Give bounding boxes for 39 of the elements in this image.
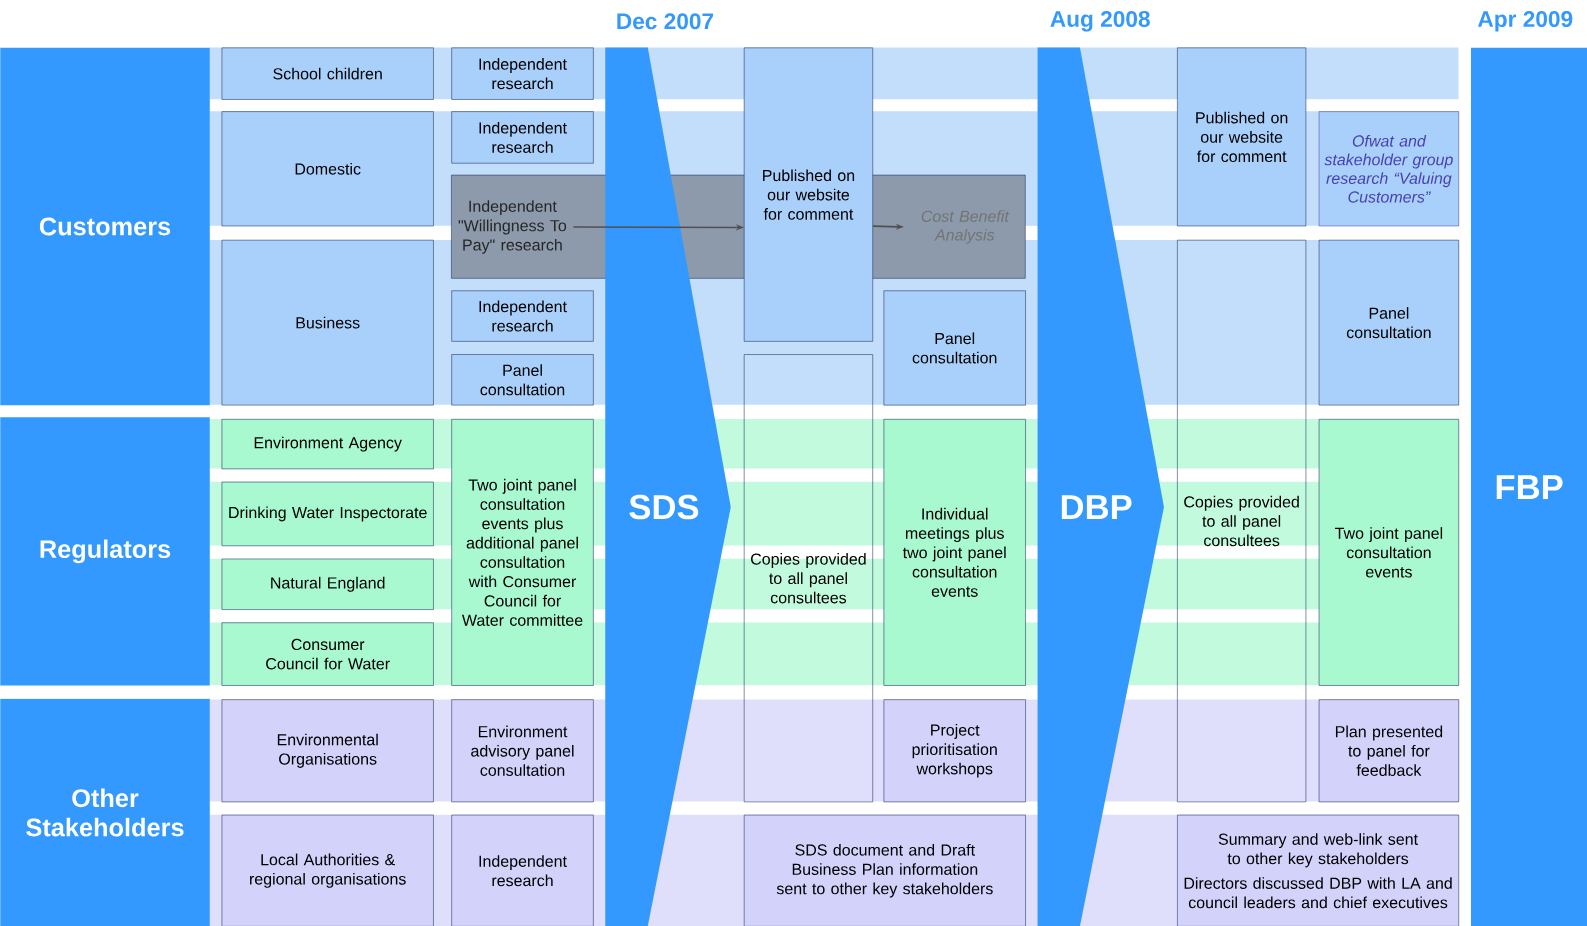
process-box: Business [221, 239, 434, 406]
process-box: Panel consultation [1318, 239, 1459, 406]
row-header: Regulators [0, 417, 210, 686]
process-box: Panel consultation [883, 290, 1026, 406]
process-box: Local Authorities & regional organisations [221, 814, 434, 926]
milestone-date: Aug 2008 [1050, 10, 1150, 32]
process-box: Independent research [451, 290, 594, 342]
process-box: SDS document and Draft Business Plan information sent to other key stakeholders [743, 814, 1026, 926]
process-box: Independent research [451, 814, 594, 926]
row-header: Customers [0, 47, 210, 406]
process-box: Domestic [221, 111, 434, 227]
process-box: Two joint panel consultation events plus additional panel consultation with Consumer Council for Water committee [451, 419, 594, 686]
process-box: Independent research [451, 47, 594, 100]
process-box: Natural England [221, 558, 434, 610]
process-box: Environment Agency [221, 419, 434, 470]
research-box: Ofwat and stakeholder group research “Valuing Customers” [1318, 111, 1459, 227]
analysis-text: Cost Benefit Analysis [921, 210, 1010, 244]
milestone-label: DBP [1061, 495, 1132, 519]
process-box: Published on our website for comment [1177, 47, 1307, 227]
process-box: Environmental Organisations [221, 699, 434, 803]
milestone-band: FBP [1470, 47, 1587, 926]
process-box: Published on our website for comment [743, 47, 873, 342]
process-box: Drinking Water Inspectorate [221, 481, 434, 547]
process-box: Copies provided to all panel consultees [1177, 239, 1307, 803]
process-box: Consumer Council for Water [221, 622, 434, 686]
milestone-label: SDS [629, 494, 699, 520]
process-box: Plan presented to panel for feedback [1318, 699, 1459, 803]
process-box: Summary and web-link sent to other key stakeholders Directors discussed DBP with LA and council leaders and chief executives [1177, 814, 1459, 926]
milestone-date: Dec 2007 [617, 13, 714, 30]
process-box: Panel consultation [451, 354, 594, 406]
process-box: School children [221, 47, 434, 100]
process-box: Two joint panel consultation events [1318, 419, 1459, 686]
row-header: Other Stakeholders [0, 698, 210, 926]
process-box: Copies provided to all panel consultees [743, 354, 873, 803]
process-box: Environment advisory panel consultation [451, 699, 594, 803]
research-text: Independent "Willingness To Pay" research [458, 200, 567, 254]
process-box: Independent research [451, 111, 594, 164]
process-box: Project prioritisation workshops [883, 699, 1026, 803]
process-box: Individual meetings plus two joint panel consultation events [883, 419, 1026, 686]
